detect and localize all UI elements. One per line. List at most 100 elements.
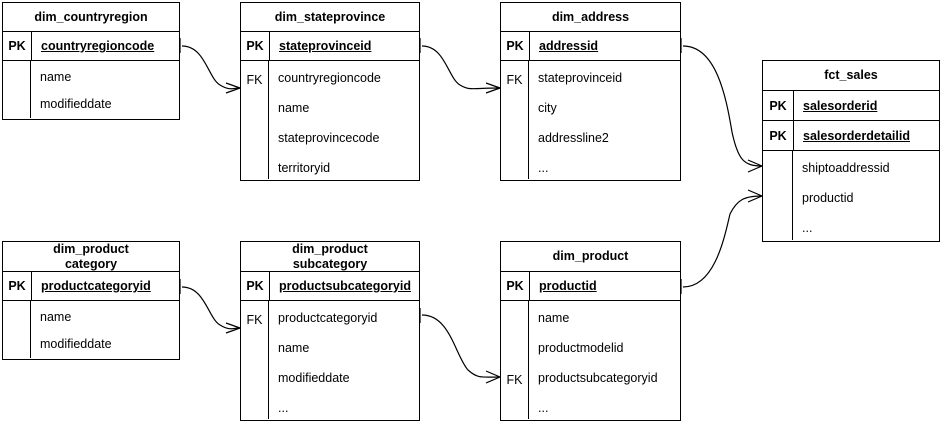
attribute-name: stateprovincecode <box>278 131 380 145</box>
relationship-countryregion-stateprovince <box>179 38 241 94</box>
key-label: PK <box>246 279 264 293</box>
relationship-product-fctsales-productid <box>680 189 763 294</box>
attribute-name: name <box>278 341 310 355</box>
entity-key-row[interactable]: PK salesorderdetailid <box>763 121 939 151</box>
attribute-name: productmodelid <box>538 341 624 355</box>
key-label: PK <box>8 279 26 293</box>
attribute-name: addressid <box>529 32 680 60</box>
entity-body-attributes: shiptoaddressid productid ... <box>793 151 939 240</box>
entity-body: FK name productmodelid productsubcategor… <box>501 301 680 419</box>
attribute-name: productid <box>802 191 854 205</box>
entity-fct-sales[interactable]: fct_sales PK salesorderid PK salesorderd… <box>762 60 940 242</box>
key-label: FK <box>506 73 523 87</box>
entity-body: name modifieddate <box>3 301 179 358</box>
entity-title: dim_countryregion <box>3 3 179 32</box>
entity-title-line: dim_stateprovince <box>274 9 386 24</box>
attribute-name: productid <box>529 272 680 300</box>
entity-body-attributes: countryregioncode name stateprovincecode… <box>269 61 419 179</box>
entity-key-row[interactable]: PK productid <box>501 272 680 301</box>
entity-body-attributes: productcategoryid name modifieddate ... <box>269 301 419 419</box>
entity-key-row[interactable]: PK productsubcategoryid <box>241 272 419 301</box>
entity-title-line: category <box>64 256 118 271</box>
entity-title: fct_sales <box>763 61 939 91</box>
entity-dim-stateprovince[interactable]: dim_stateprovince PK stateprovinceid FK … <box>240 2 420 181</box>
attribute-name: productcategoryid <box>278 311 378 325</box>
key-label: PK <box>246 39 264 53</box>
entity-title-line: dim_product <box>552 249 629 263</box>
entity-dim-productcategory[interactable]: dim_product category PK productcategoryi… <box>2 241 180 360</box>
relationship-productsubcategory-product <box>419 308 501 384</box>
attribute-name: ... <box>802 221 813 235</box>
entity-key-row[interactable]: PK addressid <box>501 32 680 61</box>
attribute-name: city <box>538 101 557 115</box>
entity-title-line: dim_address <box>551 9 630 24</box>
attribute-name: modifieddate <box>278 371 350 385</box>
attribute-name: productcategoryid <box>31 272 179 300</box>
entity-dim-countryregion[interactable]: dim_countryregion PK countryregioncode n… <box>2 2 180 120</box>
attribute-name: name <box>538 311 570 325</box>
entity-dim-product[interactable]: dim_product PK productid FK name product… <box>500 241 681 421</box>
key-label: PK <box>769 98 787 113</box>
key-label: PK <box>8 39 26 53</box>
entity-key-row[interactable]: PK countryregioncode <box>3 32 179 61</box>
entity-title: dim_product <box>501 242 680 272</box>
entity-body-keys: FK <box>241 61 269 179</box>
entity-title: dim_stateprovince <box>241 3 419 32</box>
key-label: FK <box>246 313 263 327</box>
attribute-name: productsubcategoryid <box>269 272 419 300</box>
key-label: PK <box>769 128 787 143</box>
entity-title: dim_product category <box>3 242 179 272</box>
entity-dim-productsubcategory[interactable]: dim_product subcategory PK productsubcat… <box>240 241 420 421</box>
entity-body-attributes: name modifieddate <box>31 61 179 118</box>
relationship-address-fctsales-shiptoaddressid <box>680 38 763 173</box>
entity-title-line: dim_product <box>53 241 129 256</box>
entity-title-line: dim_countryregion <box>34 9 148 24</box>
attribute-name: territoryid <box>278 161 331 175</box>
entity-body-keys: FK <box>501 301 529 419</box>
relationship-productcategory-productsubcategory <box>179 279 241 334</box>
key-label: PK <box>506 39 524 53</box>
attribute-name: salesorderdetailid <box>793 121 939 150</box>
entity-body: FK productcategoryid name modifieddate .… <box>241 301 419 419</box>
entity-key-row[interactable]: PK salesorderid <box>763 91 939 121</box>
attribute-name: stateprovinceid <box>269 32 419 60</box>
attribute-name: modifieddate <box>40 336 112 351</box>
key-label: FK <box>506 373 523 387</box>
attribute-name: name <box>278 101 310 115</box>
entity-key-row[interactable]: PK stateprovinceid <box>241 32 419 61</box>
key-label: PK <box>506 279 524 293</box>
attribute-name: ... <box>278 401 289 415</box>
entity-dim-address[interactable]: dim_address PK addressid FK stateprovinc… <box>500 2 681 181</box>
entity-body-keys <box>763 151 793 240</box>
attribute-name: name <box>40 69 72 84</box>
attribute-name: ... <box>538 401 549 415</box>
entity-title-line: subcategory <box>292 256 368 271</box>
attribute-name: productsubcategoryid <box>538 371 658 385</box>
entity-body-keys <box>3 301 31 358</box>
entity-body-keys: FK <box>501 61 529 179</box>
entity-title: dim_address <box>501 3 680 32</box>
attribute-name: name <box>40 309 72 324</box>
entity-body-attributes: name productmodelid productsubcategoryid… <box>529 301 680 419</box>
key-label: FK <box>246 73 263 87</box>
entity-body-attributes: stateprovinceid city addressline2 ... <box>529 61 680 179</box>
entity-body-keys <box>3 61 31 118</box>
entity-body: shiptoaddressid productid ... <box>763 151 939 240</box>
attribute-name: stateprovinceid <box>538 71 623 85</box>
attribute-name: addressline2 <box>538 131 609 145</box>
entity-title-line: dim_product <box>292 241 368 256</box>
entity-key-row[interactable]: PK productcategoryid <box>3 272 179 301</box>
entity-body-attributes: name modifieddate <box>31 301 179 358</box>
attribute-name: shiptoaddressid <box>802 161 890 175</box>
attribute-name: countryregioncode <box>278 71 381 85</box>
entity-title-line: fct_sales <box>824 68 878 82</box>
attribute-name: modifieddate <box>40 96 112 111</box>
entity-body: FK countryregioncode name stateprovincec… <box>241 61 419 179</box>
attribute-name: salesorderid <box>793 91 939 120</box>
entity-body-keys: FK <box>241 301 269 419</box>
attribute-name: ... <box>538 161 549 175</box>
entity-body: name modifieddate <box>3 61 179 118</box>
entity-body: FK stateprovinceid city addressline2 ... <box>501 61 680 179</box>
